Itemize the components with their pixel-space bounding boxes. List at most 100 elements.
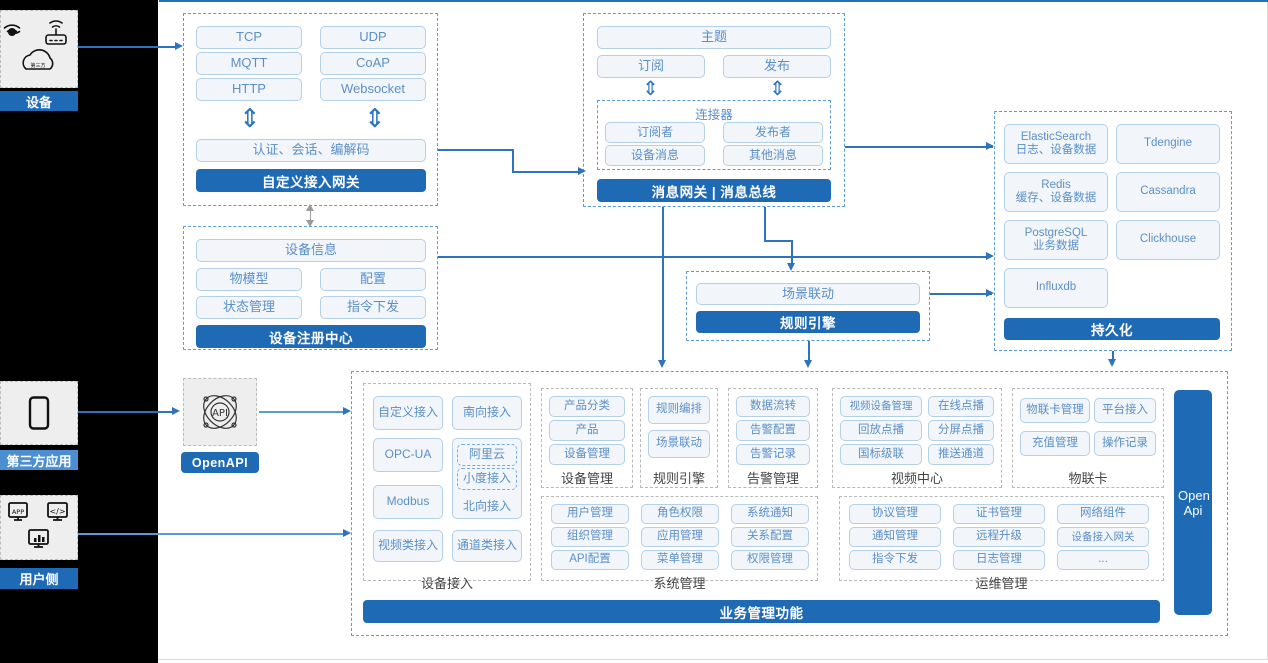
connector-gateway-step-h2 <box>512 171 582 173</box>
connector-other-message[interactable]: 其他消息 <box>723 145 823 166</box>
system-item-2[interactable]: 系统通知 <box>731 504 809 524</box>
group-iot-card <box>1012 388 1164 488</box>
registry-state-label: 状态管理 <box>222 299 275 315</box>
ops-item-1[interactable]: 证书管理 <box>953 504 1045 524</box>
gateway-bar[interactable]: 自定义接入网关 <box>196 169 426 192</box>
video-item-3[interactable]: 分屏点播 <box>928 420 994 441</box>
access-southbound[interactable]: 南向接入 <box>452 396 522 430</box>
registry-command[interactable]: 指令下发 <box>320 296 426 319</box>
store-clickhouse[interactable]: Clickhouse <box>1116 220 1220 260</box>
store-elasticsearch[interactable]: ElasticSearch 日志、设备数据 <box>1004 124 1108 164</box>
iot-card-item-1[interactable]: 平台接入 <box>1094 398 1156 423</box>
message-publish[interactable]: 发布 <box>723 55 831 78</box>
connector-registry-to-persistence-arrow <box>986 252 994 260</box>
store-redis[interactable]: Redis 缓存、设备数据 <box>1004 172 1108 212</box>
store-postgresql[interactable]: PostgreSQL 业务数据 <box>1004 220 1108 260</box>
system-item-5[interactable]: 关系配置 <box>731 527 809 547</box>
protocol-websocket[interactable]: Websocket <box>320 78 426 101</box>
device-mgmt-item-1[interactable]: 产品 <box>549 420 625 441</box>
connector-bus-to-business-v <box>662 207 664 362</box>
access-opcua[interactable]: OPC-UA <box>373 438 443 472</box>
video-item-0[interactable]: 视频设备管理 <box>840 396 922 417</box>
iot-card-item-2[interactable]: 充值管理 <box>1020 431 1090 456</box>
open-api-vertical-bar[interactable]: Open Api <box>1174 390 1212 615</box>
message-bus-bar[interactable]: 消息网关 | 消息总线 <box>597 179 831 202</box>
access-southbound-label: 南向接入 <box>462 405 511 420</box>
message-topic[interactable]: 主题 <box>597 26 831 49</box>
video-item-2[interactable]: 回放点播 <box>840 420 922 441</box>
group-system-title-text: 系统管理 <box>653 576 706 591</box>
user-side-icons: APP </> <box>8 501 68 548</box>
protocol-tcp[interactable]: TCP <box>196 26 302 49</box>
ops-item-8-label: ... <box>1098 553 1108 566</box>
message-subscribe[interactable]: 订阅 <box>597 55 705 78</box>
store-clickhouse-name: Clickhouse <box>1139 233 1197 246</box>
system-item-6[interactable]: API配置 <box>551 550 629 570</box>
system-item-3[interactable]: 组织管理 <box>551 527 629 547</box>
access-video[interactable]: 视频类接入 <box>373 530 443 562</box>
ops-item-6[interactable]: 指令下发 <box>849 550 941 570</box>
store-postgresql-name: PostgreSQL <box>1024 226 1088 239</box>
rule-engine-item-0[interactable]: 规则编排 <box>648 396 710 424</box>
ops-item-5[interactable]: 设备接入网关 <box>1057 527 1149 547</box>
store-cassandra[interactable]: Cassandra <box>1116 172 1220 212</box>
ops-item-2[interactable]: 网络组件 <box>1057 504 1149 524</box>
iot-card-item-3[interactable]: 操作记录 <box>1094 431 1156 456</box>
business-bar[interactable]: 业务管理功能 <box>363 600 1160 623</box>
registry-thing-model[interactable]: 物模型 <box>196 268 302 291</box>
persistence-bar[interactable]: 持久化 <box>1004 318 1220 340</box>
protocol-mqtt[interactable]: MQTT <box>196 52 302 75</box>
video-item-4[interactable]: 国标级联 <box>840 444 922 465</box>
system-item-8[interactable]: 权限管理 <box>731 550 809 570</box>
iot-card-item-0-label: 物联卡管理 <box>1026 403 1084 416</box>
registry-state[interactable]: 状态管理 <box>196 296 302 319</box>
alarm-item-0[interactable]: 数据流转 <box>736 396 810 417</box>
registry-config-label: 配置 <box>359 271 386 287</box>
ops-item-4[interactable]: 远程升级 <box>953 527 1045 547</box>
store-tdengine[interactable]: Tdengine <box>1116 124 1220 164</box>
access-custom[interactable]: 自定义接入 <box>373 396 443 430</box>
ops-item-3[interactable]: 通知管理 <box>849 527 941 547</box>
connector-subscriber[interactable]: 订阅者 <box>605 122 705 143</box>
connector-publisher[interactable]: 发布者 <box>723 122 823 143</box>
registry-config[interactable]: 配置 <box>320 268 426 291</box>
system-item-7[interactable]: 菜单管理 <box>641 550 719 570</box>
access-video-label: 视频类接入 <box>377 538 438 553</box>
connector-bus-to-rules-v1 <box>764 207 766 241</box>
alarm-item-2[interactable]: 告警记录 <box>736 444 810 465</box>
system-item-7-label: 菜单管理 <box>657 553 703 566</box>
registry-device-info[interactable]: 设备信息 <box>196 239 426 262</box>
system-item-4[interactable]: 应用管理 <box>641 527 719 547</box>
alarm-item-1[interactable]: 告警配置 <box>736 420 810 441</box>
access-aliyun[interactable]: 阿里云 <box>457 444 517 466</box>
video-item-5[interactable]: 推送通道 <box>928 444 994 465</box>
access-xiaodu[interactable]: 小度接入 <box>457 468 517 490</box>
protocol-coap[interactable]: CoAP <box>320 52 426 75</box>
system-item-1-label: 角色权限 <box>657 507 703 520</box>
ops-item-0[interactable]: 协议管理 <box>849 504 941 524</box>
ops-item-7[interactable]: 日志管理 <box>953 550 1045 570</box>
registry-bar[interactable]: 设备注册中心 <box>196 325 426 348</box>
rules-scene[interactable]: 场景联动 <box>696 283 920 305</box>
access-modbus[interactable]: Modbus <box>373 485 443 519</box>
protocol-http[interactable]: HTTP <box>196 78 302 101</box>
system-item-1[interactable]: 角色权限 <box>641 504 719 524</box>
message-group <box>583 13 845 207</box>
gateway-bar-label: 自定义接入网关 <box>262 174 360 190</box>
iot-card-item-0[interactable]: 物联卡管理 <box>1020 398 1090 423</box>
system-item-0[interactable]: 用户管理 <box>551 504 629 524</box>
video-item-1[interactable]: 在线点播 <box>928 396 994 417</box>
gateway-auth-cell[interactable]: 认证、会话、编解码 <box>196 139 426 162</box>
rules-bar[interactable]: 规则引擎 <box>696 311 920 333</box>
protocol-udp[interactable]: UDP <box>320 26 426 49</box>
store-influxdb[interactable]: Influxdb <box>1004 268 1108 308</box>
ops-item-6-label: 指令下发 <box>872 553 918 566</box>
access-channel[interactable]: 通道类接入 <box>452 530 522 562</box>
connector-device-message[interactable]: 设备消息 <box>605 145 705 166</box>
access-channel-label: 通道类接入 <box>456 538 517 553</box>
connector-persistence-to-business-v <box>1112 351 1114 362</box>
device-mgmt-item-2[interactable]: 设备管理 <box>549 444 625 465</box>
ops-item-8[interactable]: ... <box>1057 550 1149 570</box>
rule-engine-item-1[interactable]: 场景联动 <box>648 430 710 458</box>
device-mgmt-item-0[interactable]: 产品分类 <box>549 396 625 417</box>
